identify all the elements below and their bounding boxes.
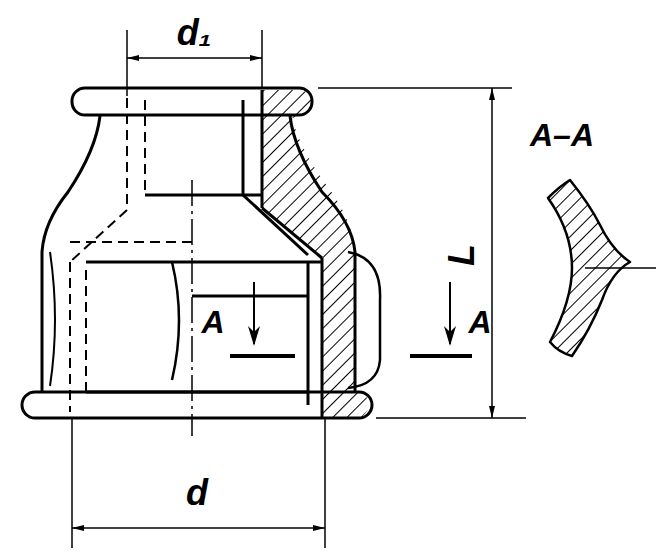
lower-bore-mid	[192, 295, 308, 298]
hidden-line	[85, 270, 87, 392]
dimension-d	[72, 418, 325, 548]
top-bore-minor	[242, 100, 245, 195]
right-rib	[348, 252, 380, 388]
section-mark-label: A	[468, 306, 491, 338]
left-rib	[50, 252, 55, 386]
extension-line	[318, 87, 512, 89]
dimension-line	[127, 57, 262, 59]
thread-end-arc	[172, 262, 179, 380]
section-view	[548, 180, 656, 356]
dimension-label: d	[186, 475, 208, 511]
lower-bore-major	[321, 258, 324, 418]
section-mark-label: A	[201, 306, 224, 338]
lower-bore-low	[86, 391, 308, 394]
hidden-line	[69, 262, 71, 412]
bottom-bead	[22, 392, 372, 418]
section-cut	[230, 282, 472, 356]
extension-line	[376, 417, 526, 419]
dimension-line	[72, 527, 325, 529]
hidden-line	[144, 100, 146, 195]
cone-line-inner	[243, 195, 308, 255]
extension-line	[261, 30, 263, 88]
section-label: A–A	[530, 119, 594, 151]
dimension-line	[491, 88, 493, 418]
axis-line	[191, 180, 193, 436]
dimension-L	[318, 88, 526, 418]
extension-line	[126, 30, 128, 96]
top-bead	[72, 88, 312, 115]
cut-arrow-head	[248, 326, 260, 346]
section-centre-line	[585, 267, 656, 269]
hidden-line	[70, 241, 192, 243]
cut-arrow-head	[444, 326, 456, 346]
hidden-line	[126, 98, 128, 210]
cut-bar	[410, 354, 472, 358]
lower-bore-minor	[307, 262, 310, 405]
hidden-line	[70, 210, 127, 262]
cut-bar	[230, 354, 295, 358]
hidden-lines	[70, 98, 192, 412]
dimension-label: d₁	[177, 15, 212, 51]
top-bore-major	[261, 90, 264, 208]
cone-line	[262, 208, 322, 258]
outline-group	[22, 88, 380, 418]
lower-bore-top	[86, 261, 322, 264]
dimension-label: L	[444, 244, 480, 266]
